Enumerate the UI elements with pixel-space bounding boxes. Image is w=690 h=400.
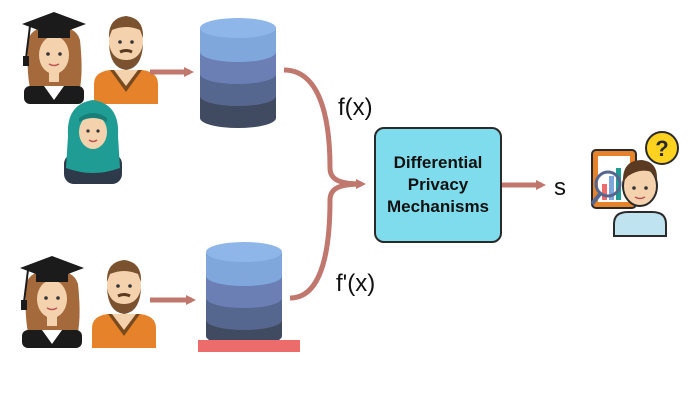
- output-label: s: [554, 174, 566, 201]
- database-icon: [206, 242, 282, 346]
- question-mark-icon: ?: [655, 136, 668, 161]
- graduate-woman-icon: [22, 12, 86, 104]
- dp-mechanism-box: Differential Privacy Mechanisms: [374, 127, 502, 243]
- query-arrow: [283, 67, 366, 189]
- hijab-woman-icon: [64, 100, 122, 184]
- query-label-original: f(x): [338, 94, 373, 121]
- analyst-with-question-icon: ?: [590, 131, 679, 237]
- query-label-neighbor: f'(x): [336, 270, 376, 297]
- bearded-man-icon: [94, 16, 158, 104]
- removed-record-bar: [198, 340, 300, 352]
- mechanism-label-line: Privacy: [407, 175, 469, 194]
- mechanism-label-line: Mechanisms: [386, 197, 490, 216]
- database-icon: [200, 18, 276, 128]
- bearded-man-icon: [92, 260, 156, 348]
- mechanism-label-line: Differential: [393, 153, 483, 172]
- query-arrow: [289, 181, 363, 301]
- graduate-woman-icon: [20, 256, 84, 348]
